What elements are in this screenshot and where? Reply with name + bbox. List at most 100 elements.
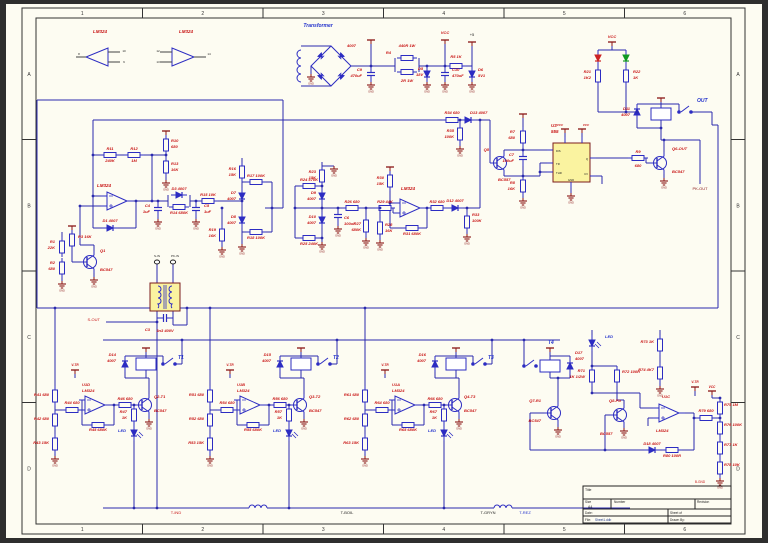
resistor[interactable] bbox=[59, 237, 65, 257]
power-symbol[interactable] bbox=[608, 41, 616, 46]
resistor[interactable] bbox=[100, 152, 120, 158]
gnd-symbol[interactable]: GND bbox=[307, 74, 315, 86]
resistor[interactable] bbox=[124, 152, 144, 158]
relay-contact[interactable] bbox=[161, 357, 177, 366]
relay-coil[interactable] bbox=[650, 107, 672, 121]
diode[interactable] bbox=[594, 50, 602, 66]
opamp[interactable] bbox=[101, 191, 133, 211]
gnd-symbol[interactable]: GND bbox=[334, 226, 342, 238]
resistor[interactable] bbox=[427, 205, 447, 211]
resistor[interactable] bbox=[299, 183, 319, 189]
gnd-symbol[interactable]: GND bbox=[238, 244, 246, 256]
resistor[interactable] bbox=[198, 198, 218, 204]
led[interactable] bbox=[588, 335, 602, 351]
gnd-symbol[interactable]: GND bbox=[218, 247, 226, 259]
resistor[interactable] bbox=[362, 410, 368, 430]
resistor[interactable] bbox=[52, 386, 58, 406]
gnd-symbol[interactable]: GND bbox=[441, 82, 449, 94]
power-symbol[interactable] bbox=[561, 128, 569, 133]
resistor[interactable] bbox=[363, 216, 369, 236]
power-symbol[interactable] bbox=[708, 390, 716, 395]
opamp[interactable] bbox=[389, 395, 421, 415]
relay-contact[interactable] bbox=[677, 105, 693, 114]
gnd-symbol[interactable]: GND bbox=[660, 178, 668, 190]
diode[interactable] bbox=[468, 66, 476, 82]
resistor[interactable] bbox=[595, 66, 601, 86]
diode[interactable] bbox=[171, 191, 187, 199]
gnd-symbol[interactable]: GND bbox=[519, 198, 527, 210]
transistor[interactable] bbox=[135, 394, 152, 416]
power-symbol[interactable] bbox=[367, 39, 375, 44]
bridge-rectifier[interactable] bbox=[310, 45, 352, 87]
transistor[interactable] bbox=[610, 404, 627, 426]
relay-coil[interactable] bbox=[445, 357, 467, 371]
power-symbol[interactable] bbox=[142, 347, 150, 352]
resistor[interactable] bbox=[342, 205, 362, 211]
resistor[interactable] bbox=[614, 366, 620, 386]
opamp[interactable] bbox=[234, 395, 266, 415]
resistor[interactable] bbox=[219, 225, 225, 245]
resistor[interactable] bbox=[397, 55, 417, 61]
diode[interactable] bbox=[238, 212, 246, 228]
resistor[interactable] bbox=[207, 386, 213, 406]
power-symbol[interactable] bbox=[657, 97, 665, 102]
capacitor[interactable] bbox=[367, 66, 375, 82]
diode[interactable] bbox=[276, 356, 284, 372]
capacitor[interactable] bbox=[157, 314, 173, 322]
resistor[interactable] bbox=[246, 179, 266, 185]
transistor[interactable] bbox=[544, 402, 561, 424]
gnd-symbol[interactable]: GND bbox=[468, 82, 476, 94]
gnd-symbol[interactable]: GND bbox=[567, 193, 575, 205]
power-symbol[interactable] bbox=[691, 386, 699, 391]
relay-coil[interactable] bbox=[539, 359, 561, 373]
opamp[interactable] bbox=[160, 47, 206, 67]
diode[interactable] bbox=[318, 212, 326, 228]
resistor[interactable] bbox=[246, 229, 266, 235]
inductor[interactable] bbox=[493, 504, 513, 509]
power-symbol[interactable] bbox=[546, 347, 554, 352]
resistor[interactable] bbox=[520, 127, 526, 147]
resistor[interactable] bbox=[163, 157, 169, 177]
port[interactable] bbox=[153, 259, 161, 265]
diode[interactable] bbox=[622, 50, 630, 66]
transistor[interactable] bbox=[290, 394, 307, 416]
relay-contact[interactable] bbox=[471, 357, 487, 366]
gnd-symbol[interactable]: GND bbox=[318, 242, 326, 254]
power-symbol[interactable] bbox=[68, 225, 76, 230]
relay-coil[interactable] bbox=[290, 357, 312, 371]
resistor[interactable] bbox=[457, 124, 463, 144]
gnd-symbol[interactable]: GND bbox=[90, 277, 98, 289]
gnd-symbol[interactable]: GND bbox=[206, 456, 214, 468]
opamp[interactable] bbox=[76, 47, 120, 67]
resistor[interactable] bbox=[69, 230, 75, 250]
led[interactable] bbox=[285, 425, 299, 441]
transistor[interactable] bbox=[80, 251, 97, 273]
gnd-symbol[interactable]: GND bbox=[463, 234, 471, 246]
transistor[interactable] bbox=[490, 152, 507, 174]
power-symbol[interactable] bbox=[441, 39, 449, 44]
power-symbol[interactable] bbox=[297, 347, 305, 352]
inductor-coil[interactable] bbox=[296, 49, 302, 83]
resistor[interactable] bbox=[520, 176, 526, 196]
resistor[interactable] bbox=[657, 335, 663, 355]
resistor[interactable] bbox=[446, 63, 466, 69]
resistor[interactable] bbox=[662, 447, 682, 453]
resistor[interactable] bbox=[362, 386, 368, 406]
power-symbol[interactable] bbox=[452, 347, 460, 352]
capacitor[interactable] bbox=[441, 66, 449, 82]
resistor[interactable] bbox=[243, 422, 263, 428]
resistor[interactable] bbox=[402, 225, 422, 231]
resistor[interactable] bbox=[52, 410, 58, 430]
gnd-symbol[interactable]: GND bbox=[716, 478, 724, 490]
opamp[interactable] bbox=[79, 395, 111, 415]
power-symbol[interactable] bbox=[386, 166, 394, 171]
diode[interactable] bbox=[318, 188, 326, 204]
transistor[interactable] bbox=[650, 152, 667, 174]
gnd-symbol[interactable]: GND bbox=[330, 166, 338, 178]
inductor[interactable] bbox=[248, 504, 268, 509]
resistor[interactable] bbox=[696, 415, 716, 421]
diode[interactable] bbox=[644, 446, 660, 454]
power-symbol[interactable] bbox=[468, 41, 476, 46]
gnd-symbol[interactable]: GND bbox=[300, 419, 308, 431]
diode[interactable] bbox=[460, 116, 476, 124]
